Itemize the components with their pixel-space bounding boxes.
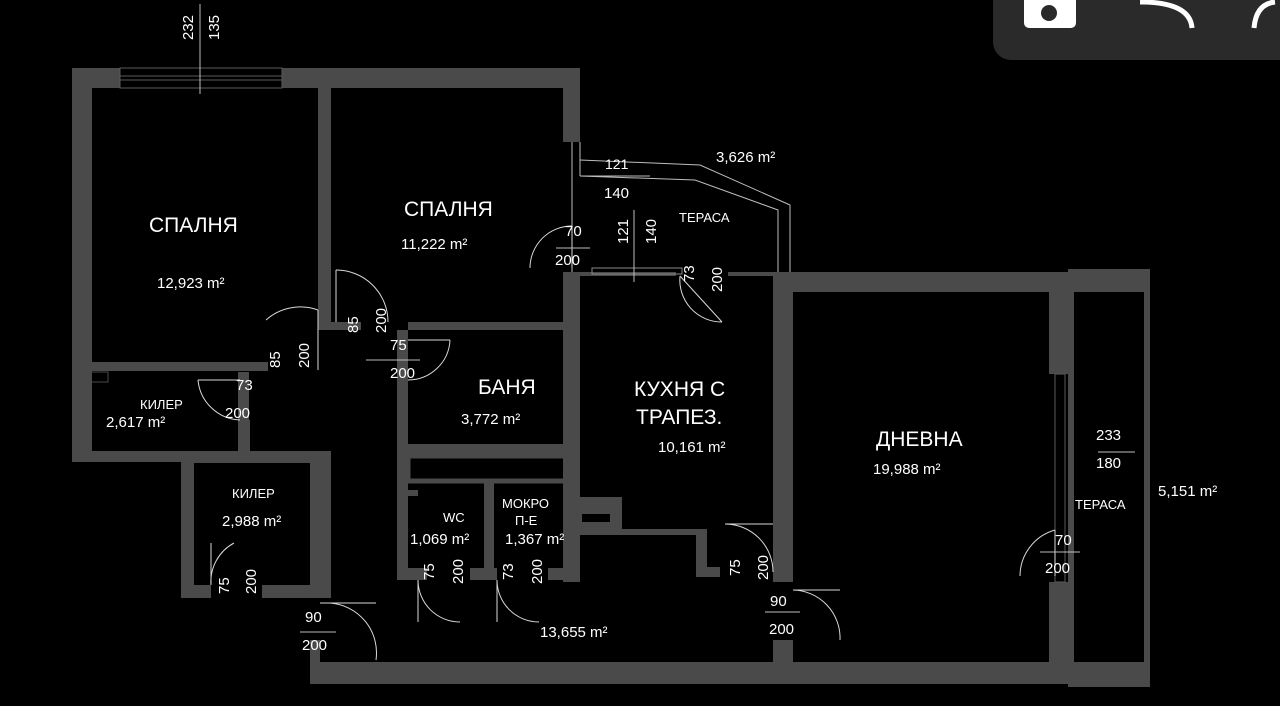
dim-200b: 200 [709, 267, 726, 292]
kitchen-name-1: КУХНЯ С [634, 378, 725, 401]
dim-200d: 200 [390, 365, 415, 382]
dim-200c: 200 [373, 308, 390, 333]
terrace-top-area: 3,626 m² [716, 149, 775, 166]
dim-75b: 75 [216, 577, 233, 594]
bathroom-name: БАНЯ [478, 376, 536, 399]
living-area: 19,988 m² [873, 461, 941, 478]
wet-room-name-1: МОКРО [502, 496, 549, 511]
dim-200h: 200 [450, 559, 467, 584]
dim-73a: 73 [681, 265, 698, 282]
bedroom1-name: СПАЛНЯ [149, 214, 238, 237]
dim-121b: 121 [615, 219, 632, 244]
closet1-area: 2,617 m² [106, 414, 165, 431]
dim-85a: 85 [345, 316, 362, 333]
closet2-area: 2,988 m² [222, 513, 281, 530]
dim-121a: 121 [605, 156, 629, 172]
dimension-lines [199, 4, 1135, 633]
dim-200k: 200 [755, 555, 772, 580]
dim-140b: 140 [643, 219, 660, 244]
terrace-top-name: ТЕРАСА [679, 210, 730, 225]
dim-200a: 200 [555, 252, 580, 269]
dim-200f: 200 [225, 405, 250, 422]
terrace-right-name: ТЕРАСА [1075, 497, 1126, 512]
kitchen-area: 10,161 m² [658, 439, 726, 456]
dim-90b: 90 [770, 593, 787, 610]
dim-233: 233 [1096, 427, 1121, 444]
closet1-name: КИЛЕР [140, 397, 183, 412]
wet-room-area: 1,367 m² [505, 531, 564, 548]
undo-icon[interactable] [1139, 0, 1195, 29]
dim-75a: 75 [390, 337, 407, 354]
dim-200i: 200 [529, 559, 546, 584]
dim-200j: 200 [302, 637, 327, 654]
dim-200e: 200 [296, 343, 313, 368]
dim-140a: 140 [604, 185, 629, 202]
dim-90a: 90 [305, 609, 322, 626]
wc-area: 1,069 m² [410, 531, 469, 548]
dim-top-232: 232 [180, 15, 197, 40]
wc-name: WC [443, 510, 465, 525]
bathroom-area: 3,772 m² [461, 411, 520, 428]
dim-75c: 75 [421, 563, 438, 580]
dim-200l: 200 [769, 621, 794, 638]
terrace-right-area: 5,151 m² [1158, 483, 1217, 500]
dim-73b: 73 [236, 377, 253, 394]
dim-85b: 85 [267, 351, 284, 368]
bedroom2-name: СПАЛНЯ [404, 198, 493, 221]
dim-75d: 75 [727, 559, 744, 576]
closet2-name: КИЛЕР [232, 486, 275, 501]
dim-70a: 70 [565, 223, 582, 240]
dim-200g: 200 [243, 569, 260, 594]
doors [197, 225, 1056, 661]
kitchen-name-2: ТРАПЕЗ. [636, 406, 722, 429]
walls [72, 67, 1150, 687]
camera-icon[interactable] [1024, 0, 1076, 28]
dim-top-135: 135 [206, 15, 223, 40]
redo-icon[interactable] [1251, 0, 1276, 29]
bedroom2-area: 11,222 m² [401, 236, 467, 253]
dim-200m: 200 [1045, 560, 1070, 577]
hall-area: 13,655 m² [540, 624, 608, 641]
dim-180: 180 [1096, 455, 1121, 472]
bedroom1-area: 12,923 m² [157, 275, 225, 292]
living-name: ДНЕВНА [876, 428, 963, 451]
wet-room-name-2: П-Е [515, 513, 538, 528]
dim-70b: 70 [1055, 532, 1072, 549]
dim-73c: 73 [500, 563, 517, 580]
